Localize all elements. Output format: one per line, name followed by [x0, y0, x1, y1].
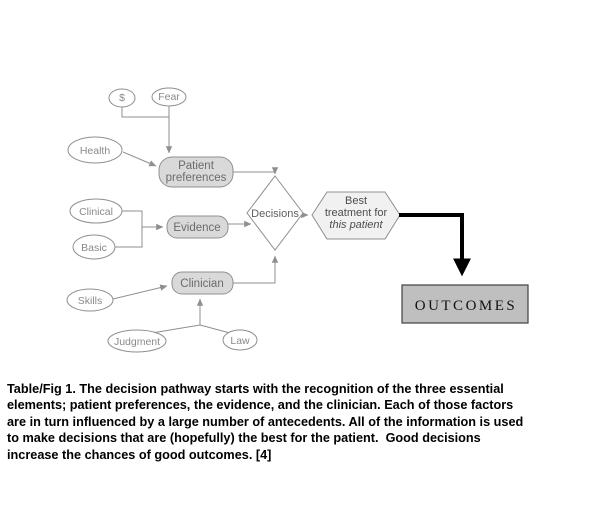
fear-label: Fear [158, 91, 180, 103]
fear-node [151, 87, 187, 107]
connector-money-fear-to-preferences [121, 107, 173, 154]
best-treatment-label-line3: this patient [329, 219, 383, 231]
judgment-label: Judgment [114, 336, 160, 348]
connector-law-branch [199, 324, 231, 334]
connector-judgment-branch [151, 324, 201, 334]
evidence-label: Evidence [173, 222, 220, 234]
health-label: Health [80, 145, 111, 157]
caption-line: elements; patient preferences, the evide… [7, 398, 514, 413]
best-treatment-label-line2: treatment for [325, 207, 388, 219]
outcome-arrow [399, 213, 471, 277]
law-label: Law [230, 335, 250, 347]
clinical-label: Clinical [79, 206, 113, 218]
patient-preferences-node [158, 156, 234, 188]
law-node [222, 329, 258, 351]
connector-clinician-to-decisions [233, 255, 279, 284]
skills-node [66, 288, 114, 312]
clinician-node [171, 271, 234, 295]
basic-node [72, 234, 116, 260]
connector-clinical-basic-bracket [115, 210, 143, 248]
clinician-label: Clinician [180, 278, 223, 290]
clinical-node [69, 198, 123, 224]
outcomes-node [401, 284, 529, 324]
evidence-node [166, 215, 229, 239]
caption-line: increase the chances of good outcomes. [… [7, 447, 272, 462]
health-node [67, 136, 123, 164]
patient-preferences-label-line2: preferences [166, 172, 227, 184]
patient-preferences-label-line1: Patient [178, 160, 215, 172]
dollar-node [108, 88, 136, 108]
basic-label: Basic [81, 242, 107, 254]
skills-label: Skills [78, 295, 103, 307]
judgment-node [107, 329, 167, 353]
figure-caption: Table/Fig 1. The decision pathway starts… [7, 381, 599, 463]
connector-preferences-to-decisions [233, 167, 279, 175]
caption-line: Table/Fig 1. The decision pathway starts… [7, 382, 504, 396]
caption-line: to make decisions that are (hopefully) t… [7, 431, 481, 446]
decisions-label: Decisions [251, 208, 299, 220]
connector-skills-to-clinician [112, 284, 168, 300]
caption-line: are in turn influenced by a large number… [7, 414, 524, 429]
decision-pathway-diagram: $ Fear Health Clinical Basic Skills Judg… [66, 87, 529, 353]
outcomes-label: OUTCOMES [415, 298, 518, 314]
best-treatment-label-line1: Best [345, 195, 367, 207]
decisions-node [246, 175, 304, 251]
dollar-label: $ [119, 92, 125, 104]
connector-health-to-preferences [122, 151, 157, 167]
